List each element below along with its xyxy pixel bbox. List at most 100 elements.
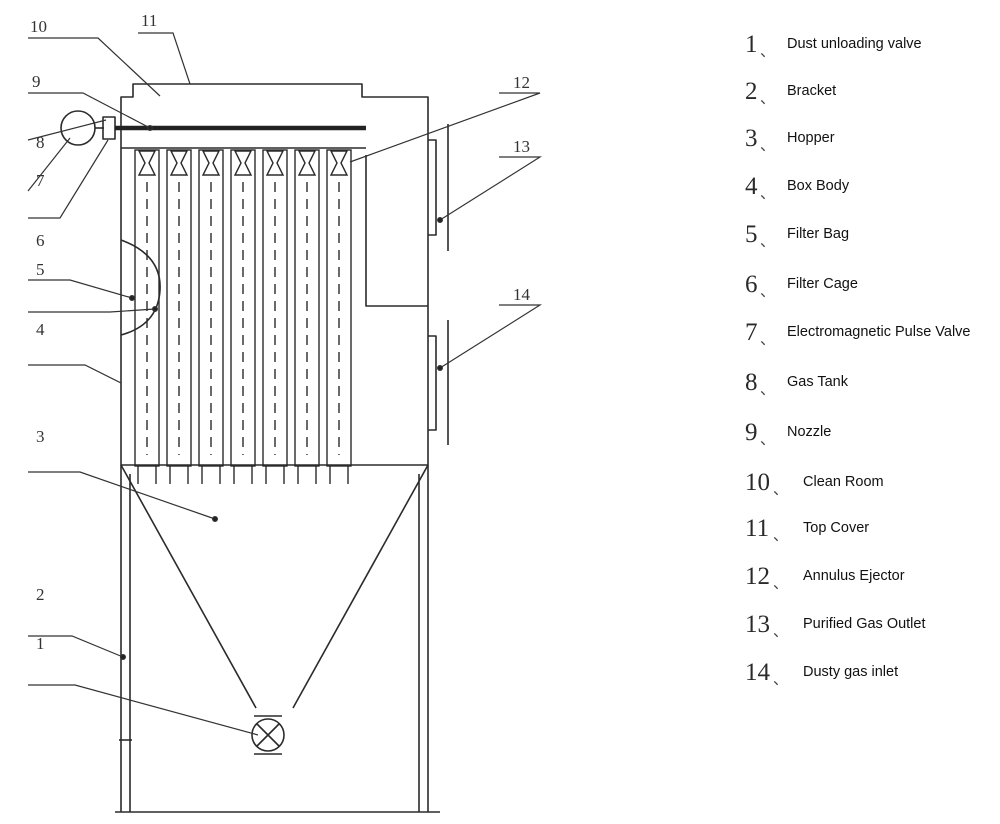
legend-label: Top Cover <box>803 520 870 536</box>
legend-label: Box Body <box>787 178 850 194</box>
callout-13: 13 <box>513 137 530 156</box>
legend-number: 10 <box>745 469 770 496</box>
legend-separator: 、 <box>760 232 776 250</box>
leader-dot <box>147 124 154 131</box>
legend-number: 13 <box>745 611 770 638</box>
leader-line <box>28 364 122 384</box>
legend-number: 8 <box>745 369 758 396</box>
callout-7: 7 <box>36 171 45 190</box>
leader-dot <box>437 217 444 224</box>
annulus-ejector <box>329 150 349 176</box>
legend-number: 4 <box>745 173 758 200</box>
callout-6: 6 <box>36 231 45 250</box>
callout-8: 8 <box>36 133 45 152</box>
legend-label: Annulus Ejector <box>803 568 905 584</box>
purified-gas-outlet <box>428 124 449 251</box>
hopper-cone <box>120 464 429 709</box>
annulus-ejector <box>137 150 157 176</box>
legend-label: Electromagnetic Pulse Valve <box>787 324 971 340</box>
callout-11: 11 <box>141 11 157 30</box>
leader-line <box>28 684 259 736</box>
legend-label: Clean Room <box>803 474 884 490</box>
filter-bags <box>134 149 352 484</box>
callout-4: 4 <box>36 320 45 339</box>
callout-10: 10 <box>30 17 47 36</box>
outlet-partition <box>365 155 428 307</box>
legend-label: Filter Cage <box>787 276 858 292</box>
dusty-gas-inlet <box>428 320 449 445</box>
legend-number: 12 <box>745 563 770 590</box>
legend-label: Bracket <box>787 83 837 99</box>
legend-label: Dust unloading valve <box>787 36 922 52</box>
legend-label: Dusty gas inlet <box>803 664 899 680</box>
legend-label: Purified Gas Outlet <box>803 616 926 632</box>
callout-9: 9 <box>32 72 41 91</box>
legend-number: 11 <box>745 515 770 542</box>
legend-separator: 、 <box>773 526 789 544</box>
filter-bag-arc <box>120 239 161 336</box>
leader-line <box>28 308 156 313</box>
leader-line <box>28 139 109 219</box>
callout-2: 2 <box>36 585 45 604</box>
legend-separator: 、 <box>760 282 776 300</box>
legend-number: 3 <box>745 125 758 152</box>
legend-number: 2 <box>745 78 758 105</box>
filter-bag <box>262 149 288 484</box>
leader-line <box>28 635 124 658</box>
legend-separator: 、 <box>760 430 776 448</box>
leader-line <box>439 156 543 221</box>
bracket-left-leg <box>120 465 131 812</box>
legend-separator: 、 <box>760 89 776 107</box>
annulus-ejector <box>233 150 253 176</box>
leader-line <box>27 119 107 141</box>
callout-5: 5 <box>36 260 45 279</box>
leader-dot <box>129 295 136 302</box>
leader-line <box>28 92 151 129</box>
legend-separator: 、 <box>760 42 776 60</box>
filter-bag <box>294 149 320 484</box>
annulus-ejector <box>169 150 189 176</box>
top-cover-outline <box>120 83 372 140</box>
legend-separator: 、 <box>760 136 776 154</box>
leader-line <box>27 137 71 192</box>
clean-room-outline <box>366 96 429 466</box>
legend-separator: 、 <box>760 184 776 202</box>
legend-separator: 、 <box>773 480 789 498</box>
filter-bag <box>230 149 256 484</box>
dust-valve-flange <box>254 715 282 755</box>
leader-dot <box>212 515 219 522</box>
annulus-ejector <box>201 150 221 176</box>
leader-dot <box>152 306 159 313</box>
legend-separator: 、 <box>773 622 789 640</box>
leader-line <box>349 92 541 163</box>
filter-bag <box>134 149 160 484</box>
legend-separator: 、 <box>760 330 776 348</box>
legend-separator: 、 <box>773 574 789 592</box>
callout-1: 1 <box>36 634 45 653</box>
callout-12: 12 <box>513 73 530 92</box>
callout-14: 14 <box>513 285 531 304</box>
legend-label: Nozzle <box>787 424 832 440</box>
dust-valve-cross <box>256 723 280 747</box>
callout-3: 3 <box>36 427 45 446</box>
legend-label: Hopper <box>787 130 835 146</box>
filter-bag <box>326 149 352 484</box>
legend-label: Gas Tank <box>787 374 848 390</box>
leader-line <box>138 32 191 85</box>
leader-dot <box>437 365 444 372</box>
bracket-right-leg <box>418 465 429 812</box>
filter-bag <box>166 149 192 484</box>
legend-label: Filter Bag <box>787 226 850 242</box>
leader-dot <box>119 653 126 660</box>
legend-number: 1 <box>745 31 758 58</box>
legend-number: 14 <box>745 659 770 686</box>
leader-line <box>439 304 543 369</box>
leader-line <box>28 37 161 97</box>
dust-unloading-valve <box>251 718 285 752</box>
legend-number: 6 <box>745 271 758 298</box>
leader-line <box>28 279 133 299</box>
filter-bag <box>198 149 224 484</box>
leader-line <box>28 471 216 520</box>
legend-number: 9 <box>745 419 758 446</box>
